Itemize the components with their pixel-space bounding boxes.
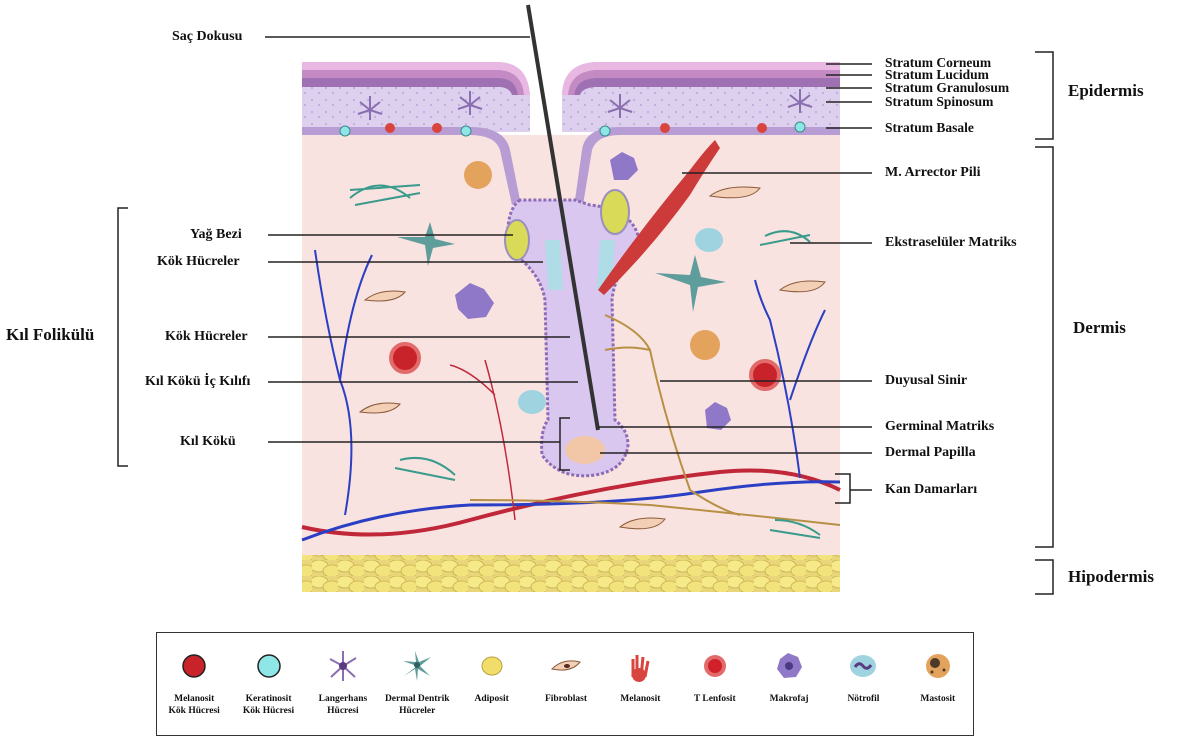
label-kan-damarlari: Kan Damarları	[885, 482, 977, 498]
adipocyte-icon	[475, 649, 509, 683]
label-stratum-basale: Stratum Basale	[885, 121, 974, 135]
legend-icon-wrap	[177, 649, 211, 688]
legend-item: Mastosit	[901, 633, 975, 737]
legend-icon-wrap	[698, 649, 732, 688]
dermal-dendritic-cell-icon	[400, 649, 434, 683]
fibroblast-icon	[549, 649, 583, 683]
legend-item: T Lenfosit	[678, 633, 752, 737]
neutrophil-icon	[846, 649, 880, 683]
label-ekstraseluler-matriks: Ekstraselüler Matriks	[885, 235, 1017, 251]
legend-icon-wrap	[252, 649, 286, 688]
label-sac-dokusu: Saç Dokusu	[172, 29, 242, 45]
legend-item: Melanosit	[603, 633, 677, 737]
hypodermis-fat	[302, 555, 840, 592]
legend-label-line1: Mastosit	[881, 693, 995, 705]
label-dermal-papilla: Dermal Papilla	[885, 445, 976, 461]
sebaceous-gland-right	[601, 190, 629, 234]
label-yag-bezi: Yağ Bezi	[190, 227, 242, 243]
label-kil-folikulu: Kıl Folikülü	[6, 327, 94, 343]
label-dermis: Dermis	[1073, 320, 1126, 336]
label-duyusal-sinir: Duyusal Sinir	[885, 373, 967, 389]
legend-icon-wrap	[921, 649, 955, 688]
label-kok-hucreler-lower: Kök Hücreler	[165, 329, 248, 345]
sebaceous-gland-left	[505, 220, 529, 260]
legend-icon-wrap	[846, 649, 880, 688]
label-epidermis: Epidermis	[1068, 83, 1144, 99]
legend-icon-wrap	[326, 649, 360, 688]
t-lymphocyte-icon	[698, 649, 732, 683]
label-stratum-granulosum: Stratum Granulosum	[885, 81, 1009, 95]
label-kil-koku: Kıl Kökü	[180, 434, 236, 450]
legend-icon-wrap	[400, 649, 434, 688]
label-arrector-pili: M. Arrector Pili	[885, 165, 981, 181]
legend-item: Makrofaj	[752, 633, 826, 737]
legend-icon-wrap	[772, 649, 806, 688]
melanocyte-icon	[623, 649, 657, 683]
label-kok-hucreler-upper: Kök Hücreler	[157, 254, 240, 270]
legend-icon-wrap	[623, 649, 657, 688]
legend-item: Nötrofil	[826, 633, 900, 737]
legend-item: Adiposit	[454, 633, 528, 737]
langerhans-cell-icon	[326, 649, 360, 683]
label-stratum-spinosum: Stratum Spinosum	[885, 95, 993, 109]
legend-item: Fibroblast	[529, 633, 603, 737]
melanocyte-stem-cell-icon	[177, 649, 211, 683]
keratinocyte-stem-cell-icon	[252, 649, 286, 683]
legend-label: Mastosit	[881, 693, 995, 705]
legend-icon-wrap	[475, 649, 509, 688]
mast-cell-icon	[921, 649, 955, 683]
label-kil-koku-ic-kilifi: Kıl Kökü İç Kılıfı	[145, 374, 250, 390]
label-hipodermis: Hipodermis	[1068, 569, 1154, 585]
label-germinal-matriks: Germinal Matriks	[885, 419, 994, 435]
legend-icon-wrap	[549, 649, 583, 688]
macrophage-icon	[772, 649, 806, 683]
